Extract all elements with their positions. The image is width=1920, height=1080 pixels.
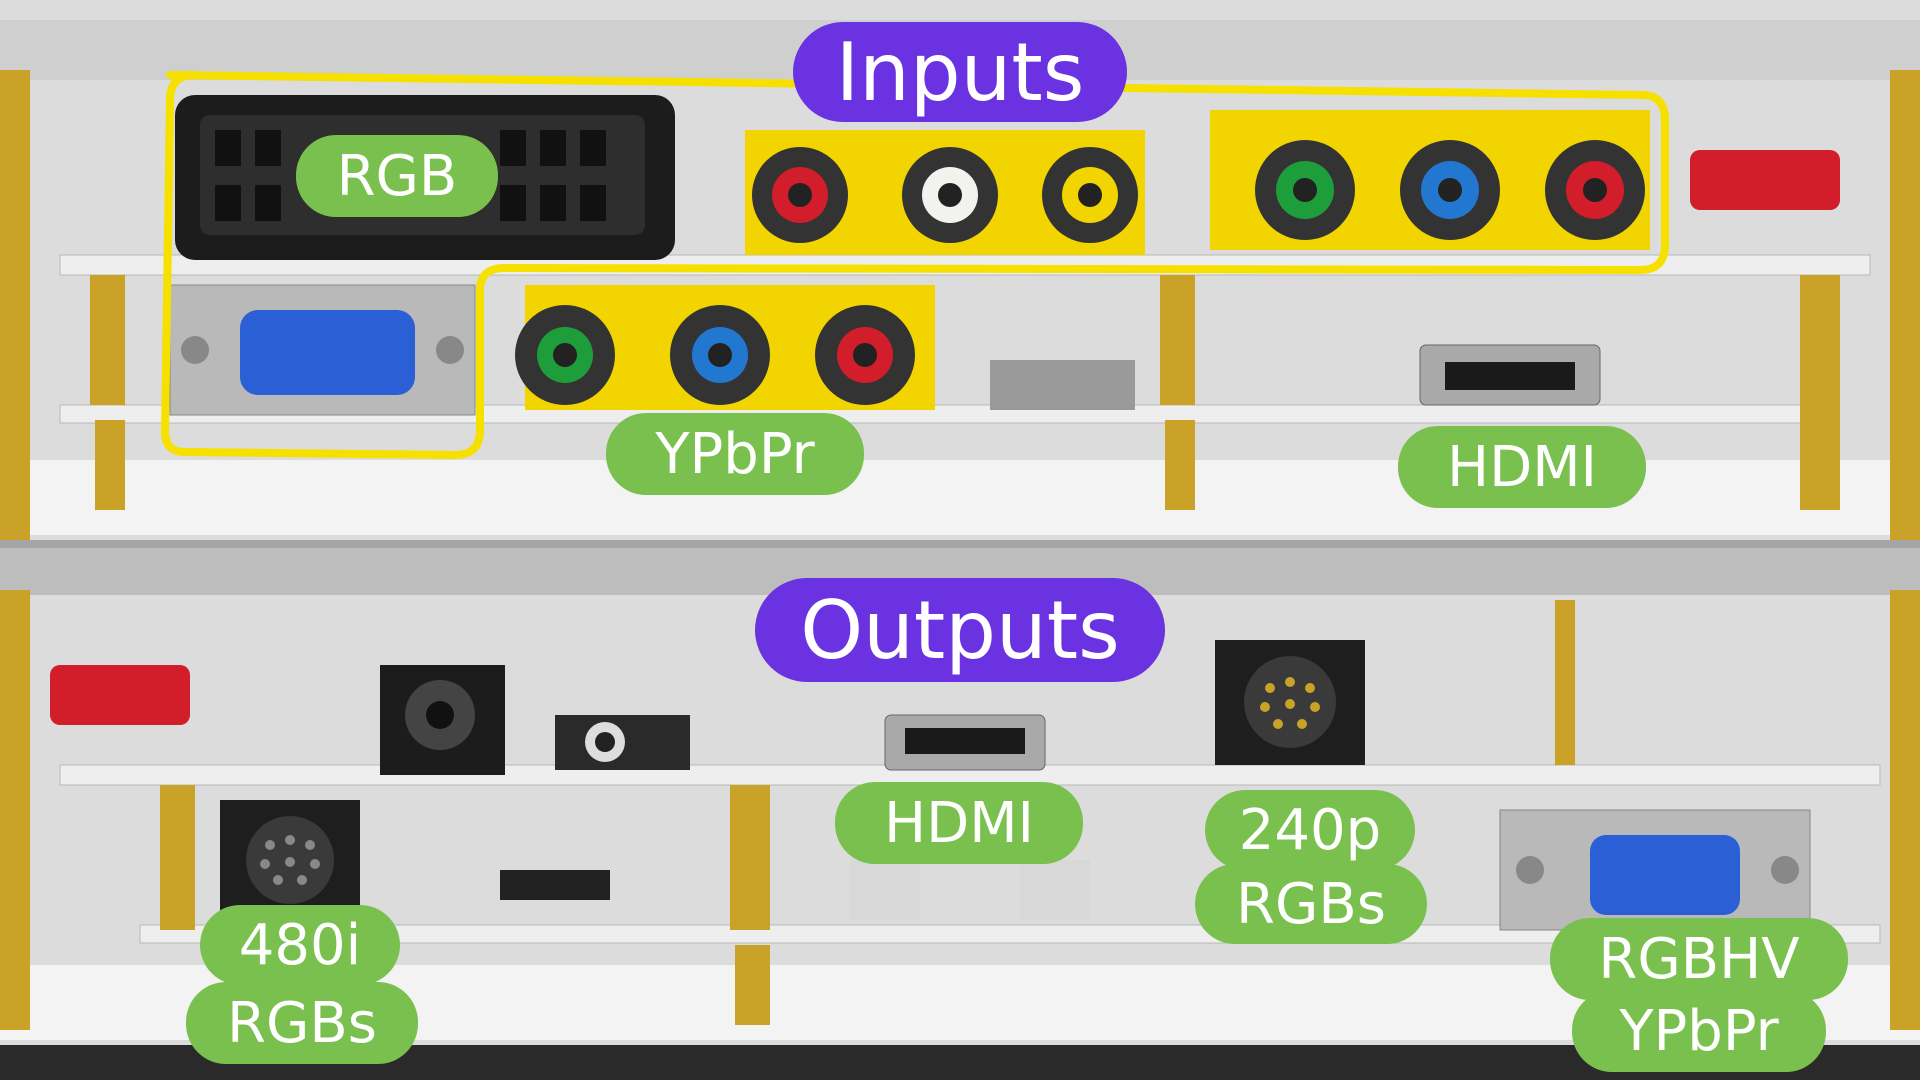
outputs-title-badge: Outputs <box>755 578 1165 682</box>
rgb-input-label: RGB <box>296 135 498 217</box>
output-240p-label-line2: RGBs <box>1195 864 1427 944</box>
brass-standoffs <box>0 70 1920 1030</box>
red-connector-bottom <box>50 665 190 725</box>
inputs-highlight-outline <box>161 71 1669 459</box>
bottom-pcb-lower <box>139 924 1881 944</box>
red-connector-top <box>1690 150 1840 210</box>
output-rgbhv-label-line2: YPbPr <box>1572 990 1826 1072</box>
output-480i-label-line1: 480i <box>200 905 400 985</box>
output-rgbhv-label-line1: RGBHV <box>1550 918 1848 1000</box>
capacitor <box>850 860 920 920</box>
ic-chip <box>500 870 610 900</box>
output-480i-label-line2: RGBs <box>186 982 418 1064</box>
output-240p-label-line1: 240p <box>1205 790 1415 870</box>
slide-switch <box>990 360 1135 410</box>
inputs-title-badge: Inputs <box>793 22 1127 122</box>
capacitor <box>1020 860 1090 920</box>
hdmi-input-label: HDMI <box>1398 426 1646 508</box>
hdmi-output-label: HDMI <box>835 782 1083 864</box>
ypbpr-input-label: YPbPr <box>606 413 864 495</box>
